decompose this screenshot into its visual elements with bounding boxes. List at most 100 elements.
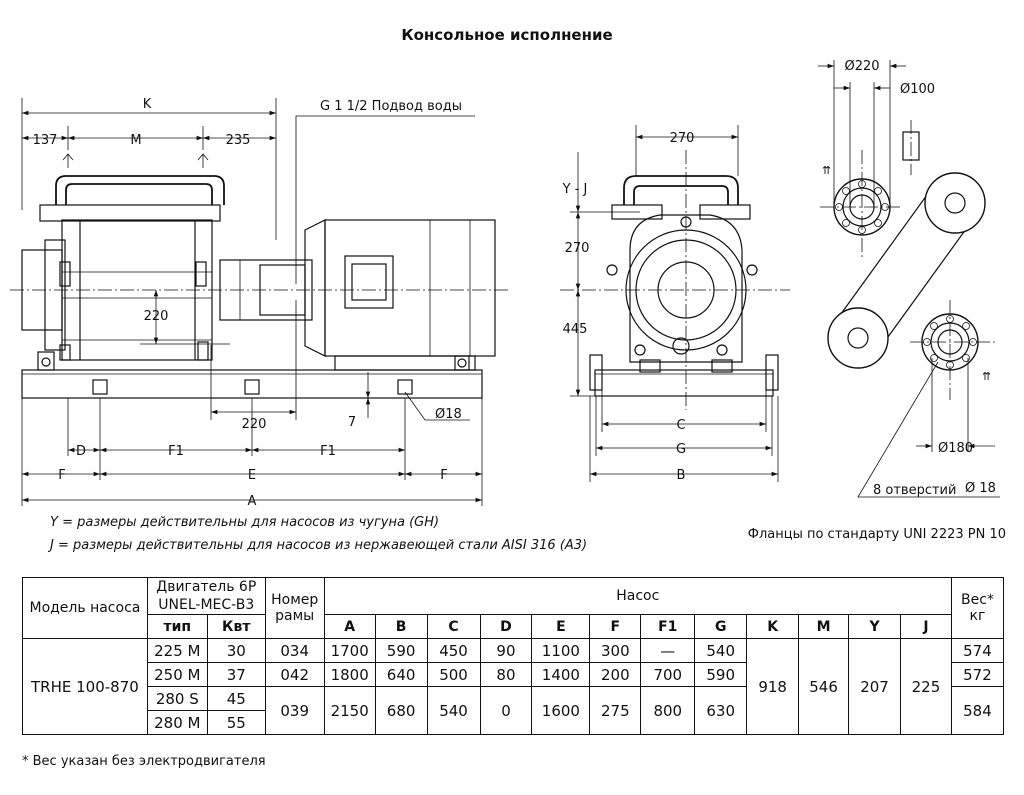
side-view: G 1 1/2 Подвод воды K 137 M 235 220 220 … (10, 97, 510, 509)
col-header-f: F (589, 614, 642, 639)
d-cell: 0 (479, 686, 533, 735)
dim-7-label: 7 (348, 415, 356, 430)
y-cell: 207 (848, 638, 901, 735)
front-view: 270 Y - J 270 445 C G B (560, 125, 790, 483)
dim-270-side-label: 270 (565, 241, 590, 256)
frame-header: Номер рамы (264, 577, 325, 639)
col-header-c: C (426, 614, 481, 639)
svg-text:⇈: ⇈ (822, 164, 831, 177)
model-cell: TRHE 100-870 (22, 638, 148, 735)
col-header-j: J (899, 614, 952, 639)
water-inlet-label: G 1 1/2 Подвод воды (320, 99, 462, 114)
hole-18-label: Ø18 (435, 407, 462, 422)
type-header: тип (146, 614, 208, 639)
col-header-b: B (374, 614, 428, 639)
d-cell: 80 (479, 662, 533, 687)
col-header-g: G (694, 614, 748, 639)
dim-m-label: M (130, 133, 141, 148)
motor-kw-cell: 30 (206, 638, 266, 663)
a-cell: 1800 (323, 662, 376, 687)
motor-kw-cell: 37 (206, 662, 266, 687)
g-cell: 590 (694, 662, 748, 687)
e-cell: 1100 (531, 638, 591, 663)
dim-e-label: E (248, 468, 256, 483)
note-j: J = размеры действительны для насосов из… (47, 538, 587, 553)
col-header-e: E (531, 614, 591, 639)
b-cell: 590 (374, 638, 428, 663)
model-header: Модель насоса (22, 577, 148, 639)
flange-180-label: Ø180 (938, 441, 973, 456)
col-header-f1: F1 (640, 614, 696, 639)
motor-header: Двигатель 6P UNEL-MEC-B3 (146, 577, 266, 615)
col-header-a: A (323, 614, 376, 639)
pump-header: Насос (323, 577, 952, 615)
weight-cell: 584 (950, 686, 1005, 735)
drawing-title: Консольное исполнение (401, 26, 612, 44)
motor-type-cell: 250 M (146, 662, 208, 687)
b-cell: 680 (374, 686, 428, 735)
f-cell: 275 (589, 686, 642, 735)
table-row: 280 S 45 039 2150 680 540 0 1600 275 800… (23, 686, 1005, 735)
a-cell: 2150 (323, 686, 376, 735)
dim-137-label: 137 (33, 133, 58, 148)
col-header-k: K (746, 614, 800, 639)
table-row: 250 M 37 042 1800 640 500 80 1400 200 70… (23, 662, 1005, 687)
motor-header-line1: Двигатель 6P (156, 579, 257, 595)
dim-b-label: B (677, 468, 686, 483)
m-cell: 546 (798, 638, 850, 735)
dim-270-top-label: 270 (670, 131, 695, 146)
motor-type-cell: 280 M (146, 710, 208, 735)
j-cell: 225 (899, 638, 952, 735)
motor-header-line2: UNEL-MEC-B3 (158, 597, 255, 613)
dim-220-horizontal-label: 220 (242, 417, 267, 432)
motor-type-cell: 280 S (146, 686, 208, 711)
dim-f-right-label: F (440, 468, 447, 483)
dim-f1-left-label: F1 (168, 444, 184, 459)
f-cell: 300 (589, 638, 642, 663)
dim-a-label: A (248, 494, 257, 509)
a-cell: 1700 (323, 638, 376, 663)
f-cell: 200 (589, 662, 642, 687)
note-y: Y = размеры действительны для насосов из… (50, 515, 439, 530)
weight-cell: 574 (950, 638, 1005, 663)
d-cell: 90 (479, 638, 533, 663)
dim-yj-label: Y - J (562, 182, 588, 197)
dim-f-left-label: F (58, 468, 65, 483)
table-row: 280 M 55 (23, 710, 1004, 735)
g-cell: 540 (694, 638, 748, 663)
frame-cell: 039 (264, 686, 325, 735)
g-cell: 630 (694, 686, 748, 735)
dim-d-label: D (76, 444, 86, 459)
flange-holes-dia-label: Ø 18 (965, 481, 996, 496)
dim-g-label: G (676, 442, 686, 457)
col-header-y: Y (848, 614, 901, 639)
dim-k-label: K (143, 97, 152, 112)
e-cell: 1600 (531, 686, 591, 735)
c-cell: 450 (426, 638, 481, 663)
dim-c-label: C (676, 418, 685, 433)
flange-view: ⇈ ⇈ Ø220 Ø100 Ø180 8 отверстий Ø 18 (818, 59, 1000, 498)
flange-holes-label: 8 отверстий (873, 483, 956, 498)
dim-f1-right-label: F1 (320, 444, 336, 459)
f1-cell: 800 (640, 686, 696, 735)
motor-kw-cell: 45 (206, 686, 266, 711)
flange-100-label: Ø100 (900, 82, 935, 97)
dim-445-label: 445 (563, 322, 588, 337)
col-header-d: D (479, 614, 533, 639)
kw-header: Квт (206, 614, 266, 639)
dim-235-label: 235 (226, 133, 251, 148)
frame-cell: 042 (264, 662, 325, 687)
motor-type-cell: 225 M (146, 638, 208, 663)
k-cell: 918 (746, 638, 800, 735)
svg-text:⇈: ⇈ (982, 370, 991, 383)
weight-cell: 572 (950, 662, 1005, 687)
motor-kw-cell: 55 (206, 710, 266, 735)
technical-drawing: Консольное исполнение (10, 26, 1006, 553)
col-header-m: M (798, 614, 850, 639)
c-cell: 500 (426, 662, 481, 687)
table-row: TRHE 100-870 225 M 30 034 1700 590 450 9… (22, 638, 1005, 735)
b-cell: 640 (374, 662, 428, 687)
weight-header: Вес* кг (950, 577, 1005, 639)
dimensions-table: Модель насоса Двигатель 6P UNEL-MEC-B3 Н… (22, 577, 1005, 735)
footnote: * Вес указан без электродвигателя (22, 754, 266, 769)
